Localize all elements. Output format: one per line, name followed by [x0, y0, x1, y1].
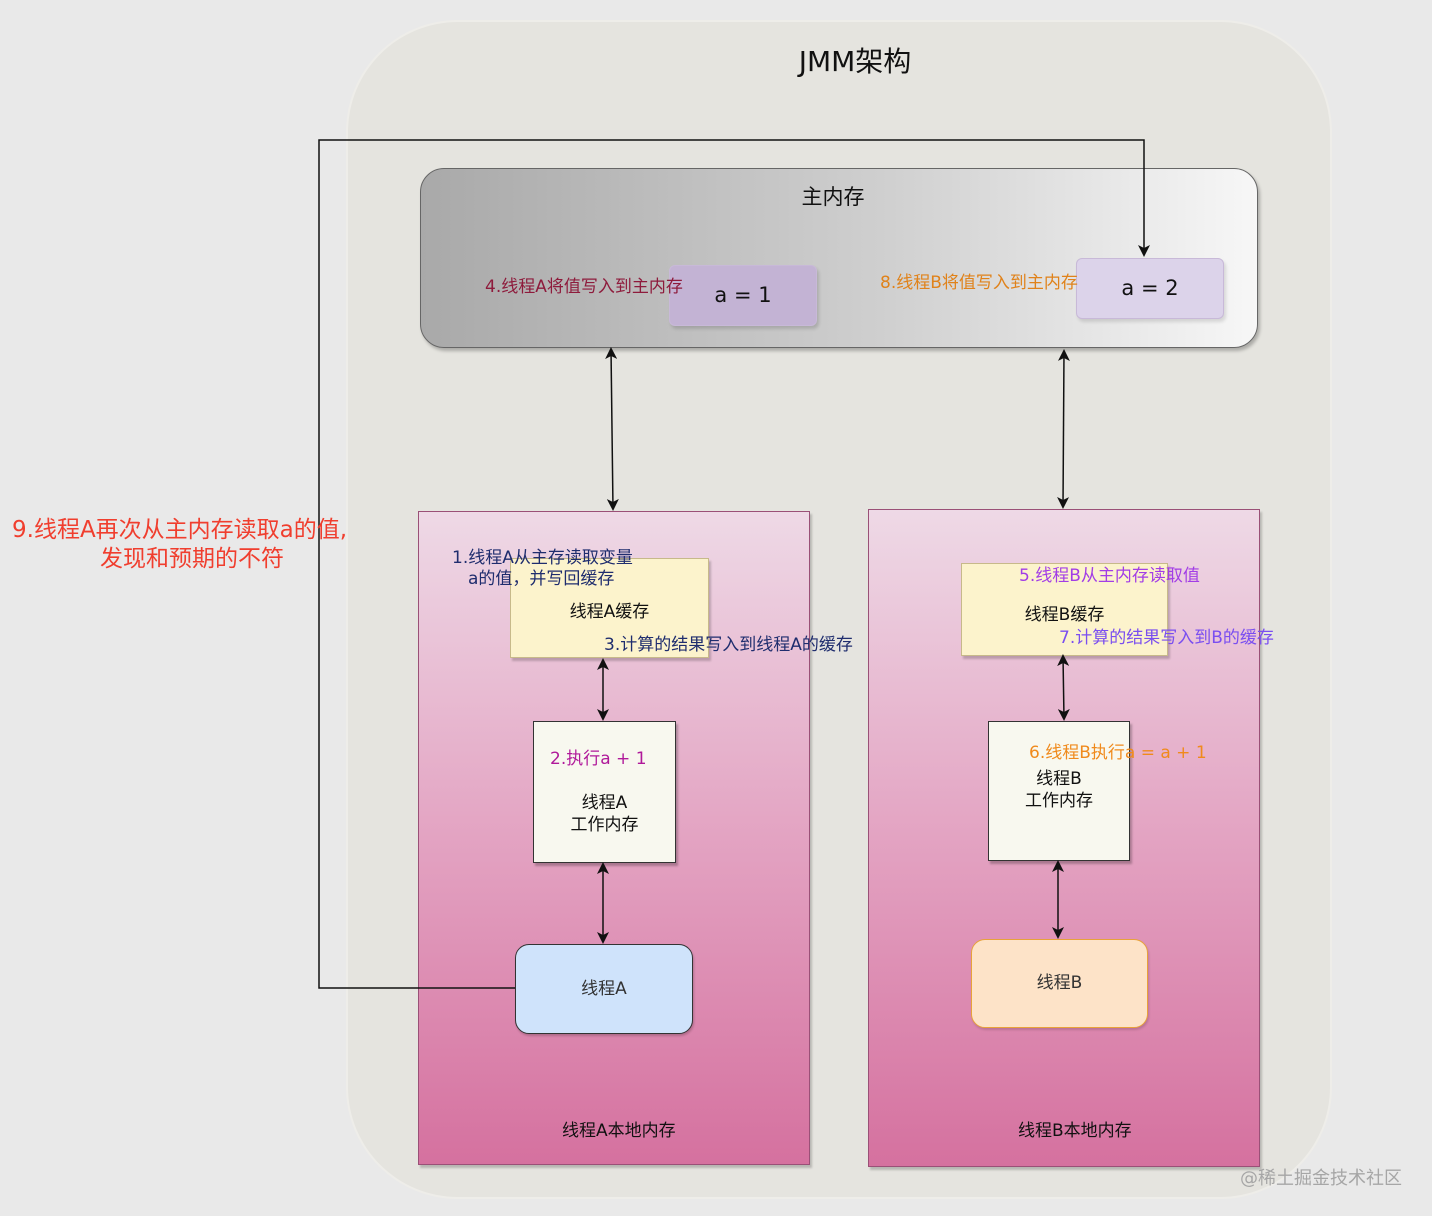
thread-a-cache-label: 线程A缓存	[569, 602, 650, 622]
thread-b-work-label-1: 线程B	[1036, 769, 1082, 789]
main-memory-label: 主内存	[801, 185, 865, 209]
diagram-title: JMM架构	[798, 45, 912, 78]
thread-b-node: 线程B	[971, 939, 1148, 1028]
step-8-label: 8.线程B将值写入到主内存	[880, 273, 1078, 293]
step-9-label-line-1: 9.线程A再次从主内存读取a的值,	[12, 517, 348, 543]
thread-b-local-memory-label: 线程B本地内存	[1018, 1121, 1132, 1141]
arrow-cache-b-to-work-b	[1057, 654, 1070, 721]
main-memory-var-a2: a = 2	[1076, 258, 1224, 319]
step-9-label-line-2: 发现和预期的不符	[100, 546, 284, 572]
step-1-label-line-2: a的值，并写回缓存	[468, 569, 615, 589]
main-memory-var-a1: a = 1	[669, 265, 817, 326]
step-1-label-line-1: 1.线程A从主存读取变量	[452, 548, 633, 568]
step-7-label: 7.计算的结果写入到B的缓存	[1059, 628, 1274, 648]
thread-a-work-label-2: 工作内存	[570, 815, 639, 835]
watermark: @稀土掘金技术社区	[1240, 1168, 1402, 1189]
thread-b-cache-label: 线程B缓存	[1024, 605, 1105, 625]
arrow-thread-a-reread-main	[318, 139, 1150, 989]
thread-a-work-label-1: 线程A	[581, 793, 628, 813]
arrow-main-to-local-a	[605, 347, 619, 511]
arrow-main-to-local-b	[1057, 349, 1070, 509]
thread-a-local-memory-label: 线程A本地内存	[562, 1121, 676, 1141]
thread-a-working-memory: 线程A 工作内存	[533, 721, 676, 863]
thread-a-cache: 线程A缓存	[510, 558, 709, 658]
step-6-label: 6.线程B执行a = a + 1	[1029, 743, 1207, 763]
step-5-label: 5.线程B从主内存读取值	[1019, 566, 1200, 586]
thread-a-node: 线程A	[515, 944, 693, 1034]
thread-b-cache: 线程B缓存	[961, 563, 1168, 656]
step-4-label: 4.线程A将值写入到主内存	[485, 277, 683, 297]
step-2-label: 2.执行a + 1	[550, 749, 647, 769]
thread-b-work-label-2: 工作内存	[1025, 791, 1093, 811]
step-3-label: 3.计算的结果写入到线程A的缓存	[604, 635, 853, 655]
